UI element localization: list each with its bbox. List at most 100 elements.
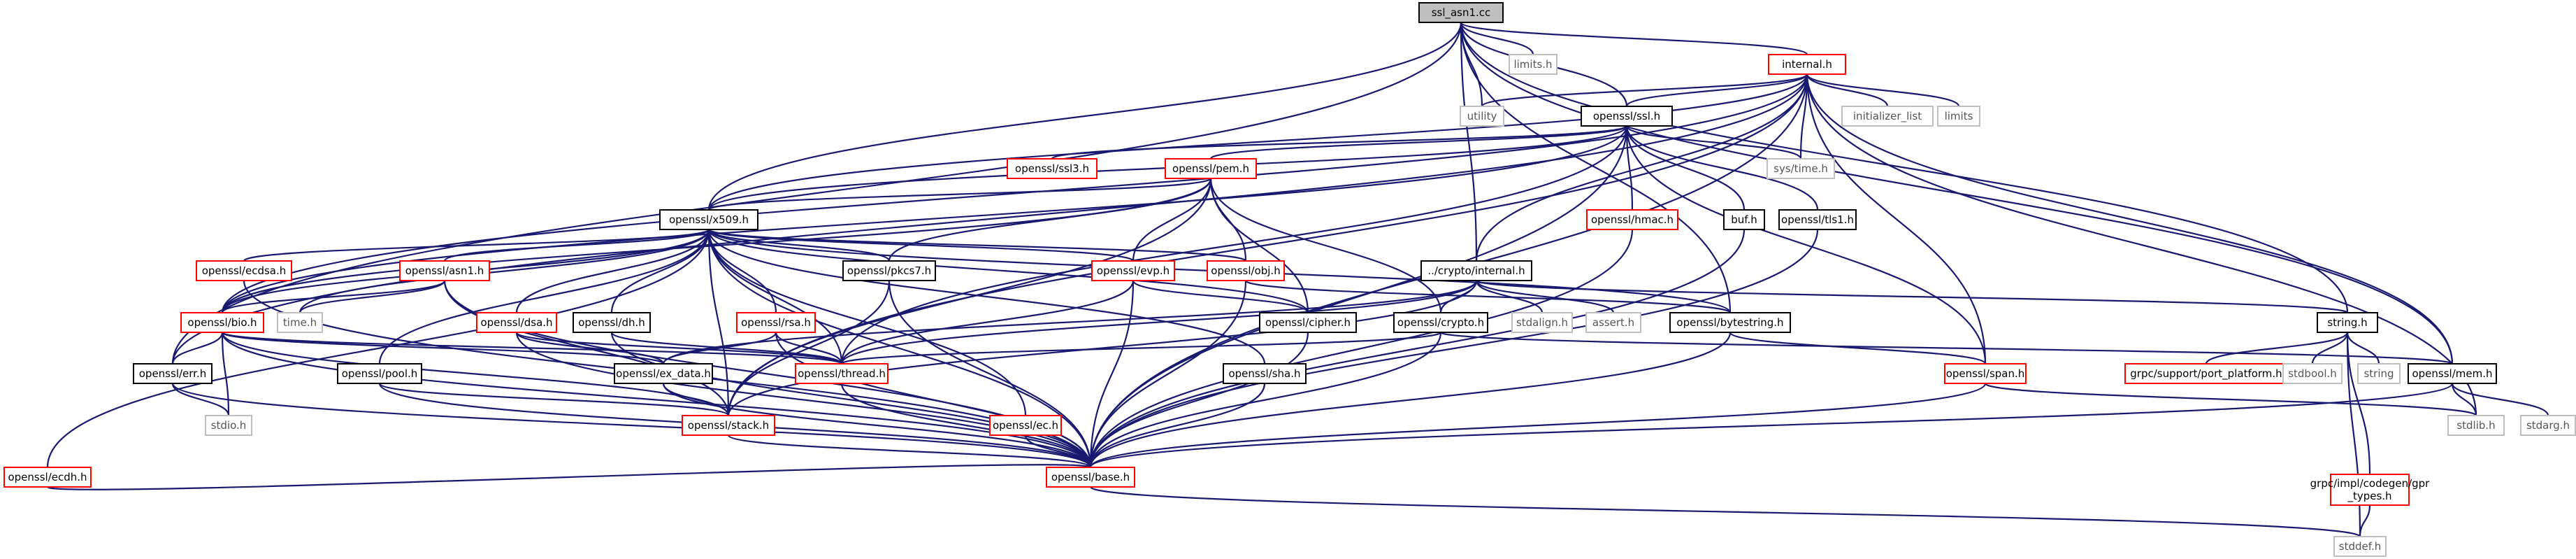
node-obj-h[interactable]: openssl/obj.h [1207, 260, 1285, 281]
node-ecdsa-h[interactable]: openssl/ecdsa.h [196, 260, 292, 281]
node-label: openssl/ssl.h [1593, 110, 1660, 122]
node-label: grpc/impl/codegen/gpr [2310, 477, 2431, 490]
node-stdalign-h[interactable]: stdalign.h [1511, 312, 1573, 333]
node-label: openssl/ssl3.h [1015, 162, 1089, 175]
edge-evp_h-to-cipher_h [1132, 280, 1309, 313]
node-ecdh-h[interactable]: openssl/ecdh.h [3, 467, 92, 488]
node-mem-h[interactable]: openssl/mem.h [2408, 363, 2497, 384]
node-label: openssl/sha.h [1228, 367, 1300, 380]
node-stdarg-h[interactable]: stdarg.h [2520, 415, 2576, 436]
node-box [2317, 312, 2378, 333]
edge-rsa_h-to-thread_h [775, 332, 843, 365]
node-port-platform-h[interactable]: grpc/support/port_platform.h [2124, 363, 2288, 384]
node-gpr-types-h[interactable]: grpc/impl/codegen/gpr_types.h [2310, 474, 2431, 506]
edge-span_h-to-stdlib_h [1984, 382, 2477, 417]
node-label: openssl/hmac.h [1591, 213, 1674, 226]
node-dh-h[interactable]: openssl/dh.h [573, 312, 651, 333]
node-bio-h[interactable]: openssl/bio.h [180, 312, 264, 333]
edge-x509_h-to-dsa_h [515, 229, 710, 313]
edge-x509_h-to-ec_h [707, 229, 1027, 416]
node-label: string [2363, 367, 2394, 380]
edge-ssl_asn1-to-string_h [1460, 22, 2349, 313]
node-internal-h[interactable]: internal.h [1768, 54, 1846, 75]
node-string-h[interactable]: string.h [2317, 312, 2378, 333]
node-systime-h[interactable]: sys/time.h [1766, 158, 1835, 179]
node-utility[interactable]: utility [1460, 106, 1504, 127]
node-dsa-h[interactable]: openssl/dsa.h [476, 312, 557, 333]
node-box [1766, 158, 1835, 179]
node-stddef-h[interactable]: stddef.h [2333, 536, 2387, 557]
edge-ec_h-to-base_h [1024, 434, 1092, 468]
node-x509-h[interactable]: openssl/x509.h [659, 209, 758, 230]
node-thread-h[interactable]: openssl/thread.h [795, 363, 888, 384]
node-box [842, 260, 936, 281]
node-box [2124, 363, 2288, 384]
edge-crypto_internal_h-to-stack_h [727, 280, 1478, 416]
node-ec-h[interactable]: openssl/ec.h [989, 415, 1062, 436]
edge-stack_h-to-base_h [727, 434, 1092, 469]
node-pool-h[interactable]: openssl/pool.h [337, 363, 422, 384]
node-pem-h[interactable]: openssl/pem.h [1165, 158, 1257, 179]
node-label: openssl/thread.h [798, 367, 886, 380]
edge-internal_h-to-span_h [1806, 73, 1987, 365]
node-label: openssl/ecdsa.h [202, 264, 287, 277]
node-crypto-internal-h[interactable]: ../crypto/internal.h [1420, 260, 1532, 281]
node-pkcs7-h[interactable]: openssl/pkcs7.h [842, 260, 936, 281]
node-box [795, 363, 888, 384]
node-string[interactable]: string [2357, 363, 2401, 384]
node-ex-data-h[interactable]: openssl/ex_data.h [614, 363, 713, 384]
node-label: openssl/dsa.h [480, 316, 552, 329]
edge-internal_h-to-crypto_internal_h [1475, 73, 1808, 262]
node-label: stdbool.h [2288, 367, 2337, 380]
node-ssl3-h[interactable]: openssl/ssl3.h [1007, 158, 1098, 179]
node-stack-h[interactable]: openssl/stack.h [682, 415, 775, 436]
edge-ssl_asn1-to-internal_h [1460, 21, 1808, 56]
edge-err_h-to-stdio_h [171, 383, 230, 416]
node-stdio-h[interactable]: stdio.h [205, 415, 252, 436]
node-stdlib-h[interactable]: stdlib.h [2447, 415, 2505, 436]
node-base-h[interactable]: openssl/base.h [1046, 467, 1135, 488]
node-span-h[interactable]: openssl/span.h [1944, 363, 2027, 384]
node-stdbool-h[interactable]: stdbool.h [2282, 363, 2343, 384]
edge-dsa_h-to-ex_data_h [515, 332, 665, 365]
node-box [476, 312, 557, 333]
node-label: _types.h [2347, 490, 2391, 503]
node-assert-h[interactable]: assert.h [1585, 312, 1641, 333]
node-ssl-asn1[interactable]: ssl_asn1.cc [1418, 2, 1504, 23]
node-label: openssl/crypto.h [1397, 316, 1484, 329]
node-box [399, 260, 490, 281]
node-evp-h[interactable]: openssl/evp.h [1091, 260, 1175, 281]
node-box [736, 312, 816, 333]
node-hmac-h[interactable]: openssl/hmac.h [1586, 209, 1678, 230]
node-time-h[interactable]: time.h [277, 312, 323, 333]
node-box [1091, 260, 1175, 281]
node-box [1669, 312, 1791, 333]
edge-x509_h-to-base_h [707, 229, 1092, 468]
node-box [1165, 158, 1257, 179]
edge-internal_h-to-limits [1806, 73, 1960, 107]
edge-string_h-to-stdbool_h [2311, 332, 2349, 365]
node-rsa-h[interactable]: openssl/rsa.h [736, 312, 816, 333]
node-initializer-list[interactable]: initializer_list [1841, 106, 1934, 127]
node-ssl-h[interactable]: openssl/ssl.h [1581, 106, 1673, 127]
node-label: openssl/obj.h [1211, 264, 1280, 277]
node-bytestring-h[interactable]: openssl/bytestring.h [1669, 312, 1791, 333]
node-label: openssl/bio.h [187, 316, 257, 329]
node-box [1581, 106, 1673, 127]
node-err-h[interactable]: openssl/err.h [133, 363, 213, 384]
node-asn1-h[interactable]: openssl/asn1.h [399, 260, 490, 281]
node-limits[interactable]: limits [1937, 106, 1980, 127]
node-limits-h[interactable]: limits.h [1509, 54, 1557, 75]
edge-obj_h-to-bytestring_h [1244, 279, 1732, 314]
node-label: stdlib.h [2456, 419, 2495, 432]
node-tls1-h[interactable]: openssl/tls1.h [1778, 209, 1857, 230]
node-crypto-h[interactable]: openssl/crypto.h [1393, 312, 1488, 333]
edge-rsa_h-to-ex_data_h [662, 332, 777, 365]
node-box [277, 312, 323, 333]
node-buf-h[interactable]: buf.h [1723, 209, 1765, 230]
node-cipher-h[interactable]: openssl/cipher.h [1259, 312, 1357, 333]
edge-ssl_asn1-to-limits_h [1460, 22, 1534, 55]
node-sha-h[interactable]: openssl/sha.h [1223, 363, 1307, 384]
node-label: openssl/ecdh.h [8, 471, 87, 483]
node-box [2520, 415, 2576, 436]
